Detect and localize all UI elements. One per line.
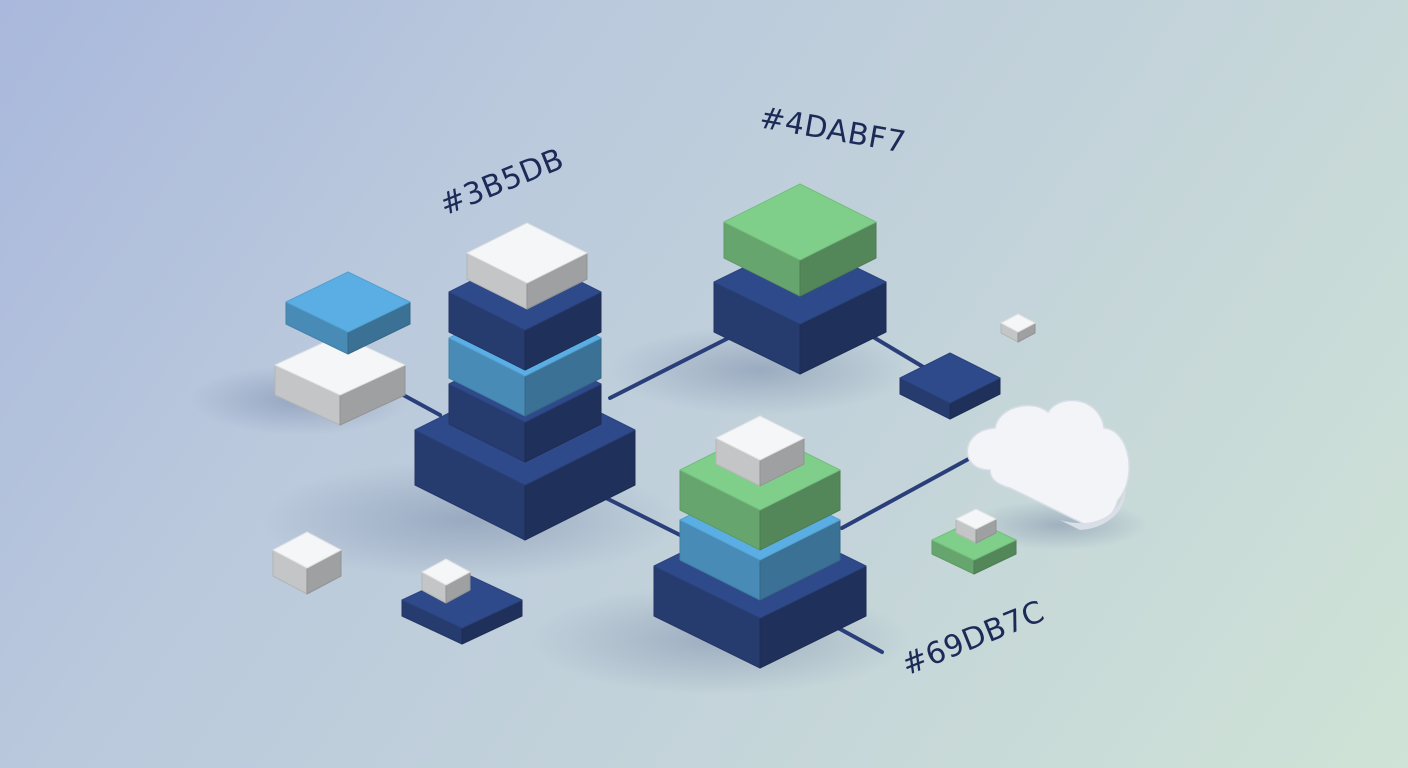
block-top-face <box>272 531 342 569</box>
white-cube-bottom-left <box>272 531 342 595</box>
left-tower-top-block <box>466 222 588 310</box>
tiny-white-cube <box>1000 313 1036 343</box>
blocks <box>272 183 1036 669</box>
center-stack-top-block <box>715 415 805 487</box>
small-white-cube-on-green <box>955 508 997 544</box>
block-top-face <box>955 508 997 530</box>
block-top-face <box>899 352 1001 404</box>
block-top-face <box>274 334 406 396</box>
right-stack-top-block <box>723 183 877 297</box>
connector-line <box>840 448 987 530</box>
block-top-face <box>723 183 877 261</box>
block-top-face <box>421 558 471 586</box>
white-cube-on-navy-tile <box>421 558 471 604</box>
block-top-face <box>285 271 411 333</box>
block-top-face <box>715 415 805 461</box>
block-top-face <box>1000 313 1036 333</box>
block-top-face <box>466 222 588 284</box>
small-stack-top-block <box>285 271 411 355</box>
small-navy-tile-right <box>899 352 1001 420</box>
cloud-icon <box>966 399 1130 530</box>
small-stack-base-block <box>274 334 406 426</box>
